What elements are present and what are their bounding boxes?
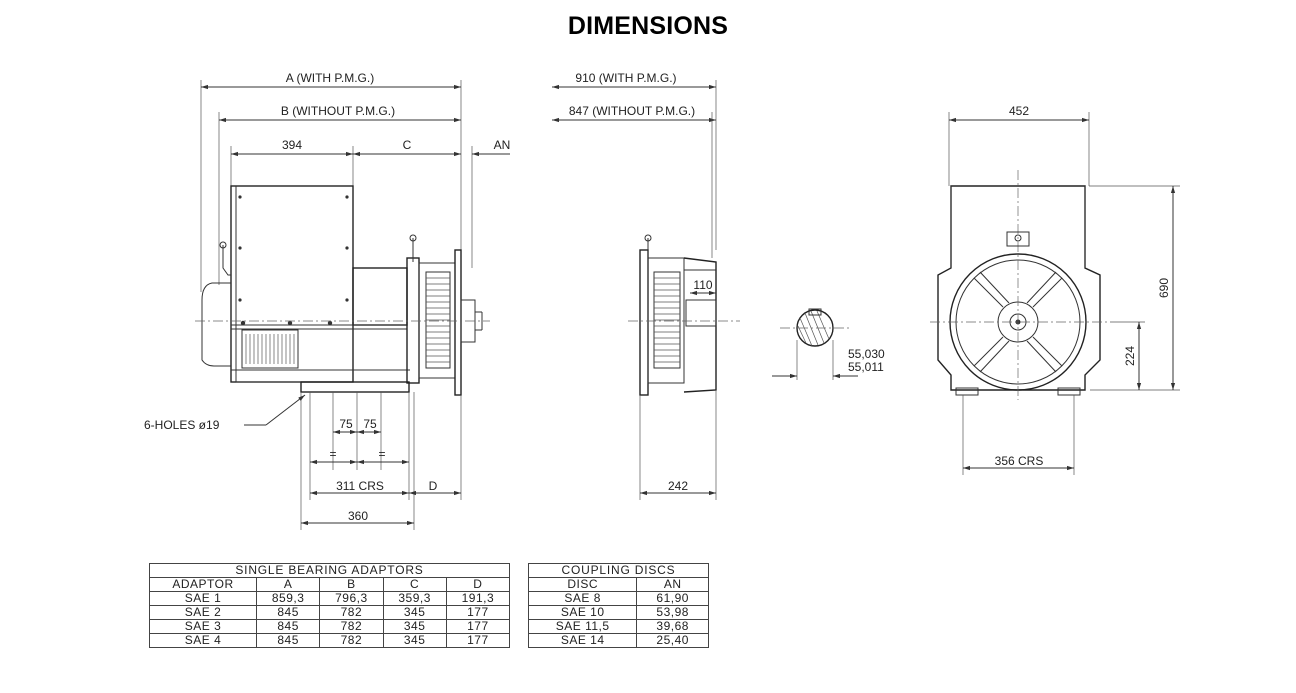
table-header-cell: C	[382, 577, 447, 592]
table-cell: 859,3	[256, 591, 321, 606]
table-cell: 359,3	[382, 591, 447, 606]
shaft-section: 55,030 55,011	[772, 308, 885, 380]
table-cell: 39,68	[636, 619, 709, 634]
table-cell: SAE 8	[527, 591, 638, 606]
table-cell: 177	[445, 619, 511, 634]
table-cell: SAE 1	[148, 591, 258, 606]
dim-847-label: 847 (WITHOUT P.M.G.)	[569, 104, 695, 118]
table-cell: 345	[382, 605, 447, 620]
eq1-label: =	[329, 447, 336, 461]
dim-b-label: B (WITHOUT P.M.G.)	[281, 104, 395, 118]
eq2-label: =	[378, 447, 385, 461]
shaft-max-label: 55,030	[848, 347, 885, 361]
table-cell: SAE 11,5	[527, 619, 638, 634]
dim-c-label: C	[403, 138, 412, 152]
table-cell: 177	[445, 633, 511, 648]
table-cell: 845	[256, 605, 321, 620]
adaptors-table-title: SINGLE BEARING ADAPTORS	[149, 563, 510, 578]
dim-910-label: 910 (WITH P.M.G.)	[575, 71, 676, 85]
dim-a-label: A (WITH P.M.G.)	[286, 71, 374, 85]
discs-table: COUPLING DISCS DISC AN SAE 8 61,90 SAE 1…	[527, 563, 709, 648]
dim-an-label: AN	[494, 138, 511, 152]
discs-table-title: COUPLING DISCS	[528, 563, 709, 578]
table-cell: SAE 10	[527, 605, 638, 620]
dim-690-label: 690	[1157, 278, 1171, 298]
table-header-cell: A	[256, 577, 321, 592]
table-header-cell: AN	[636, 577, 709, 592]
table-cell: 845	[256, 633, 321, 648]
table-cell: SAE 3	[148, 619, 258, 634]
table-row: SAE 3 845 782 345 177	[148, 619, 511, 634]
table-cell: 25,40	[636, 633, 709, 648]
table-cell: 782	[319, 605, 384, 620]
table-row: SAE 8 61,90	[527, 591, 709, 606]
table-header-cell: DISC	[527, 577, 638, 592]
table-cell: 796,3	[319, 591, 384, 606]
table-header-row: ADAPTOR A B C D	[148, 577, 511, 592]
table-cell: 782	[319, 619, 384, 634]
front-view: 452 690 224 356 CRS	[930, 104, 1180, 475]
dim-311-label: 311 CRS	[336, 479, 384, 493]
dim-242-label: 242	[668, 479, 688, 493]
page-title: DIMENSIONS	[567, 12, 729, 40]
adaptors-table: SINGLE BEARING ADAPTORS ADAPTOR A B C D …	[148, 563, 511, 648]
table-cell: 345	[382, 619, 447, 634]
table-row: SAE 1 859,3 796,3 359,3 191,3	[148, 591, 511, 606]
table-row: SAE 11,5 39,68	[527, 619, 709, 634]
table-header-cell: B	[319, 577, 384, 592]
dim-360-label: 360	[348, 509, 368, 523]
table-cell: 53,98	[636, 605, 709, 620]
table-header-row: DISC AN	[527, 577, 709, 592]
table-cell: SAE 14	[527, 633, 638, 648]
table-cell: 191,3	[445, 591, 511, 606]
dim-452-label: 452	[1009, 104, 1029, 118]
table-cell: 177	[445, 605, 511, 620]
shaft-min-label: 55,011	[848, 360, 884, 374]
side-view: A (WITH P.M.G.) B (WITHOUT P.M.G.) 394 C…	[144, 71, 510, 530]
holes-label: 6-HOLES ø19	[144, 418, 220, 432]
table-cell: SAE 2	[148, 605, 258, 620]
end-view: 910 (WITH P.M.G.) 847 (WITHOUT P.M.G.) 1…	[552, 71, 740, 500]
dim-75b-label: 75	[363, 417, 377, 431]
table-cell: 782	[319, 633, 384, 648]
dim-110-label: 110	[693, 278, 712, 292]
table-cell: 345	[382, 633, 447, 648]
table-cell: 845	[256, 619, 321, 634]
table-row: SAE 4 845 782 345 177	[148, 633, 511, 648]
table-cell: SAE 4	[148, 633, 258, 648]
table-row: SAE 14 25,40	[527, 633, 709, 648]
table-header-cell: D	[445, 577, 511, 592]
dim-394-label: 394	[282, 138, 302, 152]
dim-224-label: 224	[1123, 346, 1137, 366]
table-header-cell: ADAPTOR	[148, 577, 258, 592]
dim-75a-label: 75	[339, 417, 353, 431]
table-row: SAE 10 53,98	[527, 605, 709, 620]
table-row: SAE 2 845 782 345 177	[148, 605, 511, 620]
table-cell: 61,90	[636, 591, 709, 606]
dim-356-label: 356 CRS	[995, 454, 1044, 468]
dim-d-label: D	[429, 479, 438, 493]
